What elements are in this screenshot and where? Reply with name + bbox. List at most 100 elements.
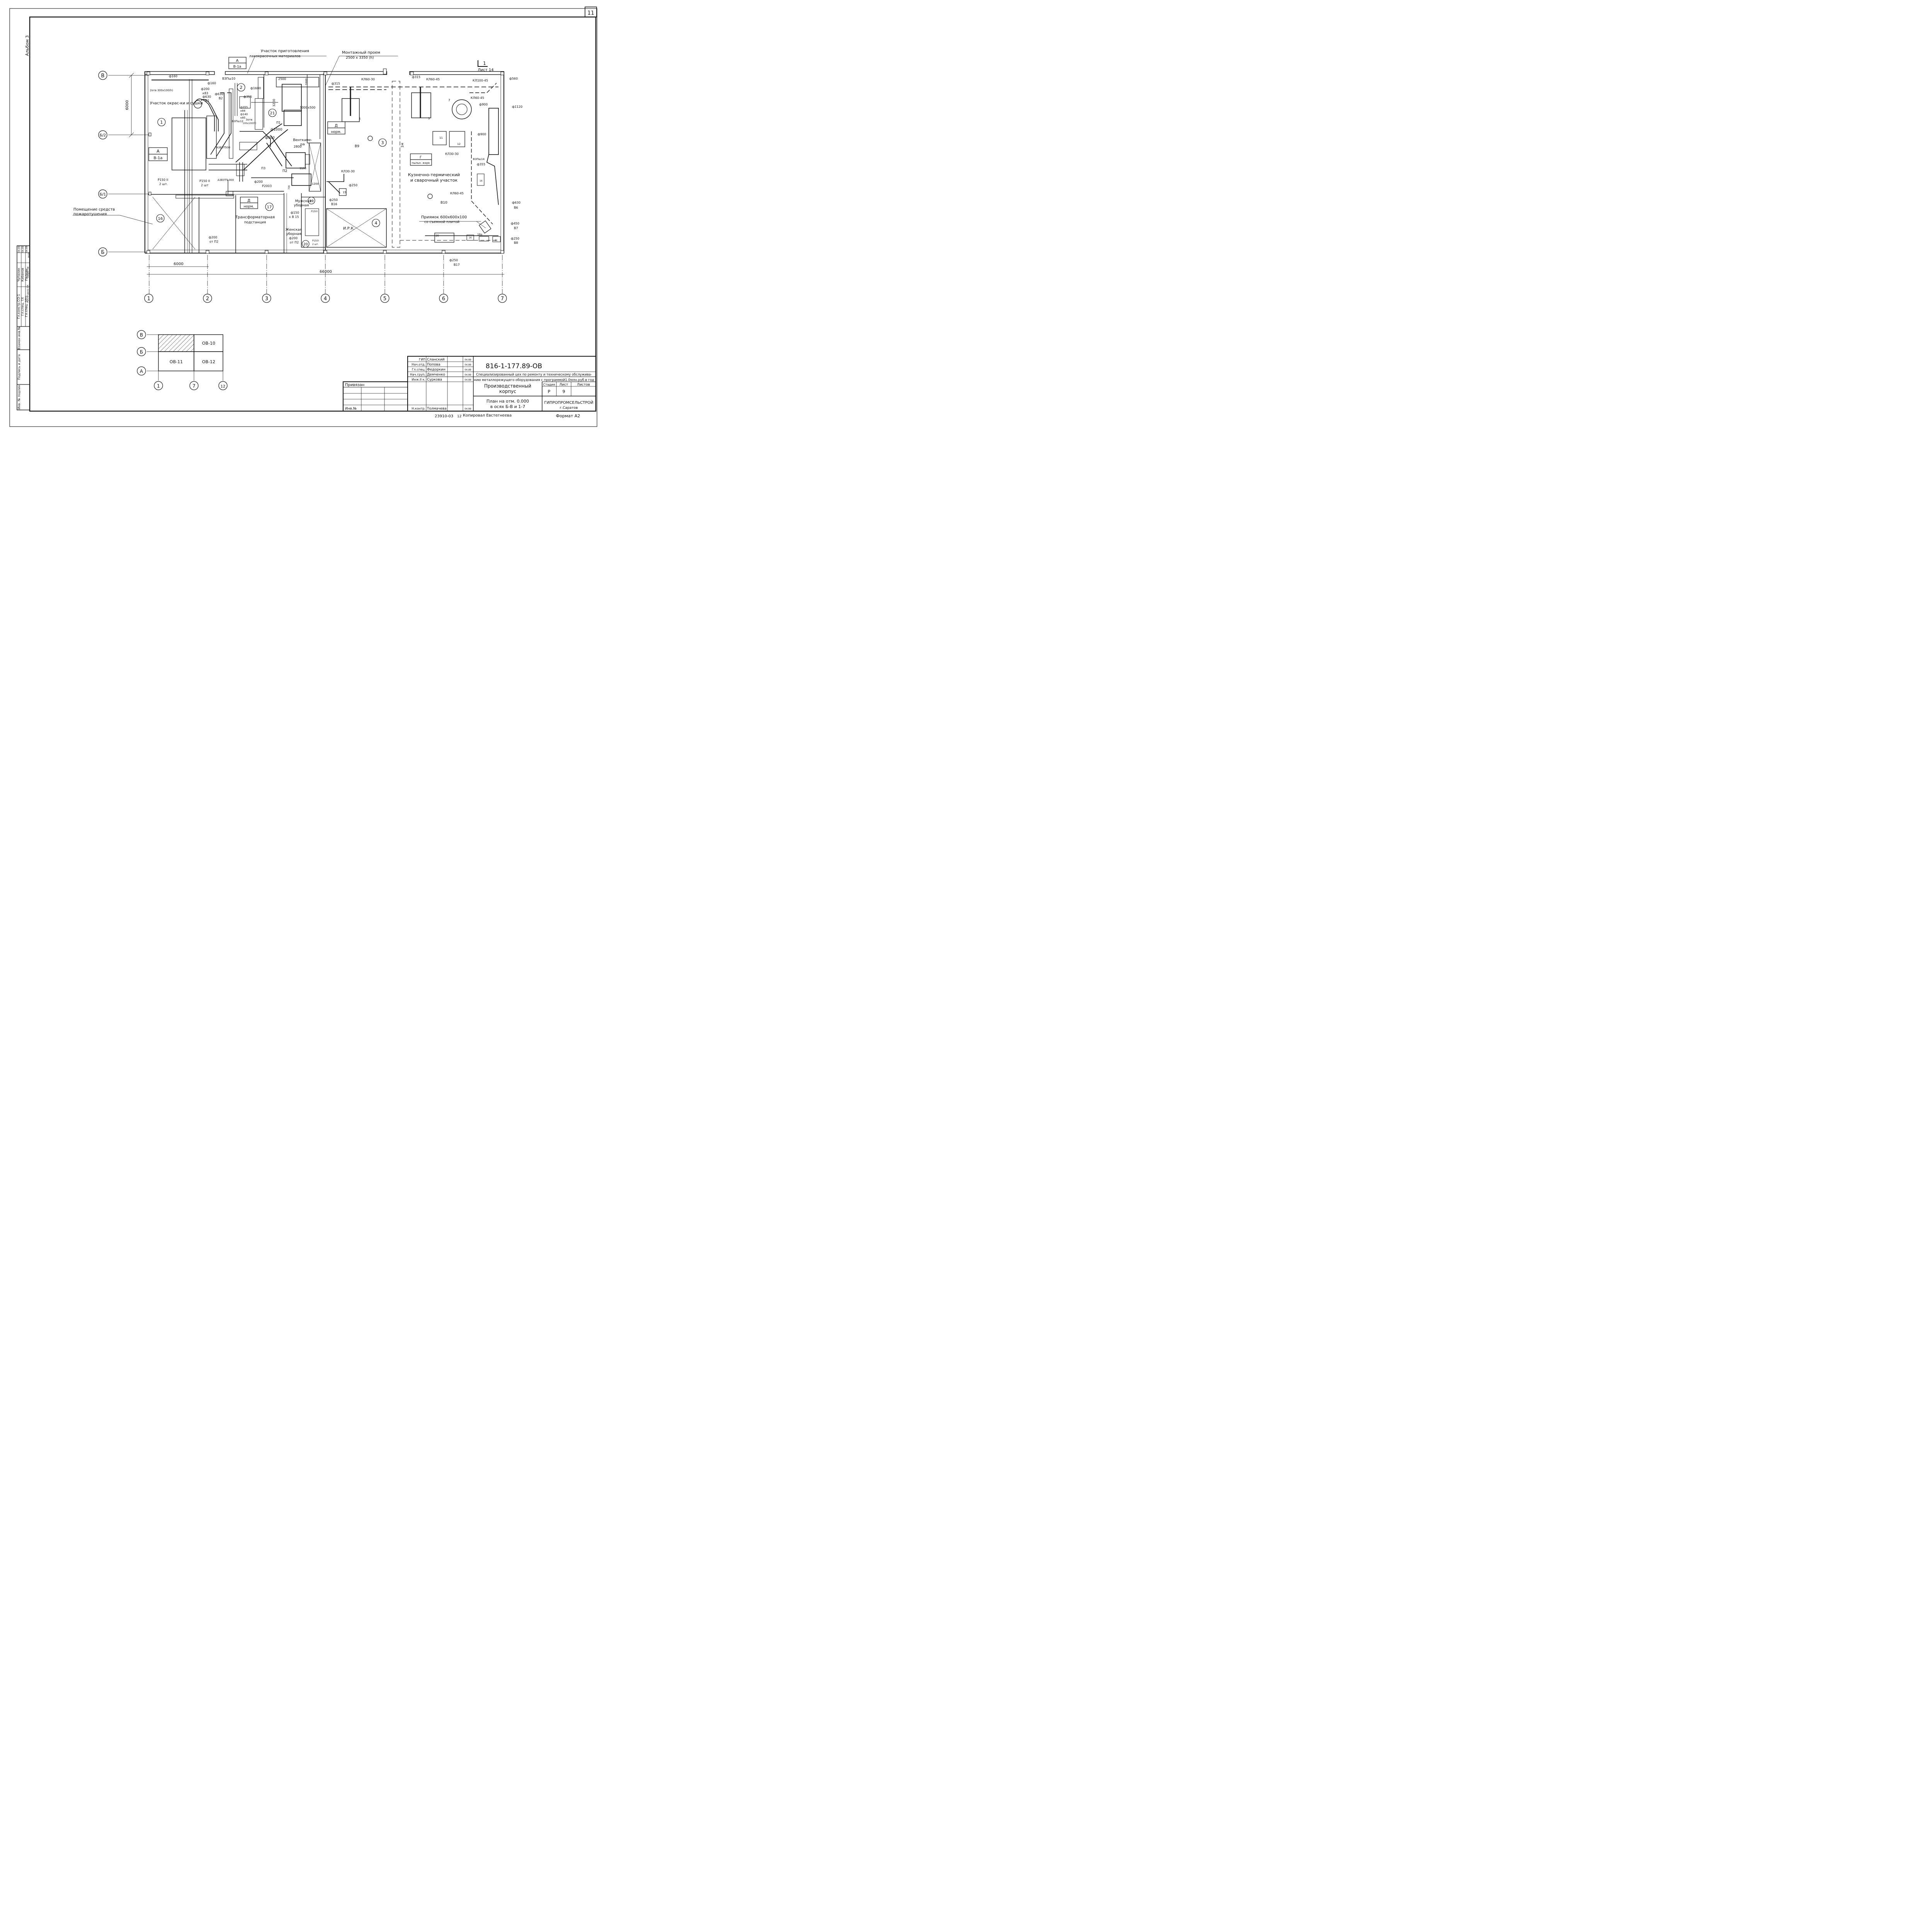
- forge-label-1: Кузнечно-термический: [408, 172, 460, 177]
- stamp-col-inv: Инв. № подлин: [17, 385, 21, 409]
- tb-sheet-header: Лист: [560, 383, 568, 387]
- label-kl30-30-mid: КЛ30-30: [445, 152, 459, 156]
- key-row-V: В: [140, 332, 143, 338]
- tb-designation: 816-1-177.89-ОВ: [486, 362, 542, 370]
- key-row-A: А: [140, 369, 143, 374]
- label-b8: В8: [514, 241, 518, 245]
- label-grille: 2отв 300x100(h): [150, 89, 173, 92]
- label-ot-p2a: от П2: [209, 240, 218, 243]
- label-d900b: ф900: [478, 133, 486, 136]
- label-d160a: ф160: [169, 75, 177, 78]
- label-p1: П1: [276, 121, 281, 124]
- label-vzp10: ВЗПш10: [222, 77, 235, 80]
- fire-room-label-2: пожаротушения: [73, 212, 107, 216]
- men-wc-label-2: уборная: [294, 204, 309, 207]
- stamp-role-0: Гл.констр.СО-1: [17, 294, 20, 319]
- tb-name-1: Попова: [427, 363, 440, 367]
- dim-bay: 6000: [173, 262, 183, 266]
- tb-role-1: Нач.отд.: [412, 363, 425, 366]
- tb-date-3: 04.89: [464, 374, 471, 376]
- label-kl60-45-top: КЛ60-45: [426, 78, 440, 81]
- stamp-name-1: Кабанов: [21, 268, 24, 282]
- plan-labels: 1 Участок окрас-ки и сушки 2 3 4 16 17 1…: [73, 49, 467, 247]
- eq-7: 7: [448, 99, 450, 102]
- mounting-opening-label-2: 2500 x 3350 (h): [346, 56, 374, 60]
- label-b17: В17: [454, 263, 460, 267]
- tb-date-0: 04.89: [464, 359, 471, 361]
- key-cell-ov11: ОВ-11: [170, 359, 183, 364]
- label-k83: к83: [202, 92, 208, 95]
- axis-2: 2: [206, 296, 209, 302]
- label-d1600: ф1600: [250, 87, 261, 90]
- key-cell-ov10: ОВ-10: [202, 341, 215, 346]
- label-dim2500: 2500: [278, 77, 286, 81]
- label-d355c: ф355: [477, 163, 485, 166]
- key-col-12: 12: [221, 384, 226, 389]
- paint-prep-label-1: Участок приготовления: [261, 49, 309, 53]
- tag-d-class: норм.: [331, 130, 342, 134]
- leader-lines: [73, 56, 486, 228]
- tb-building-2: корпус: [499, 389, 516, 394]
- approval-stamp: [17, 245, 30, 410]
- label-r150-wc2: Р150!: [312, 240, 319, 242]
- title-block-frame: [343, 356, 596, 412]
- men-wc-label-1: Мужская: [295, 199, 312, 203]
- stamp-date-3: 04.89: [28, 252, 30, 258]
- inner-frame: [29, 16, 597, 412]
- pit-label-1: Приямок 600x600x100: [421, 215, 467, 219]
- paint-prep-label-2: лакокрасочных материалов: [249, 54, 301, 58]
- eq-1: 1: [359, 117, 361, 120]
- key-cell-ov12: ОВ-12: [202, 359, 215, 364]
- tb-date-1: 04.89: [464, 364, 471, 366]
- room-2-number: 2: [240, 85, 243, 90]
- label-kl60-45b: КЛ60-45: [471, 96, 484, 100]
- ventcamera-label-1: Венткаме-: [293, 138, 312, 142]
- axis-4: 4: [324, 296, 327, 302]
- women-wc-label-1: Женская: [286, 228, 302, 232]
- axis-6: 6: [442, 296, 445, 302]
- room-1-name: Участок окрас-ки и сушки: [150, 101, 203, 105]
- footer-copied-by: Копировал Евстегнеева: [463, 413, 512, 418]
- label-d500: ф500: [265, 136, 275, 140]
- eq-5: 5: [428, 117, 430, 120]
- tb-org-2: г.Саратов: [560, 406, 578, 410]
- tb-sheet-no: 9: [563, 389, 565, 394]
- label-d200-r2003: ф200: [254, 180, 263, 184]
- dim-total: 66000: [320, 270, 332, 274]
- room-20-number: 20: [303, 243, 308, 247]
- eq-15: 15: [343, 191, 346, 194]
- key-col-1: 1: [157, 383, 160, 389]
- label-r150-left: Р150 II: [158, 178, 168, 182]
- label-p3: П3: [261, 167, 265, 170]
- room-number-circles: [156, 83, 387, 248]
- tb-norm-role: Н.контр.: [412, 407, 425, 410]
- eq-12: 12: [457, 143, 461, 146]
- label-d150: ф150: [291, 211, 299, 214]
- page-number: 11: [587, 10, 594, 16]
- label-dim1100: 1100: [299, 167, 306, 170]
- category-tag-frames: [148, 57, 432, 209]
- label-d355: ф355: [243, 95, 252, 99]
- eq-31: 31: [495, 239, 498, 242]
- label-otv3-size: 100x100(h): [243, 122, 256, 125]
- tb-sheet-title-2: в осях Б-В и 1-7: [490, 404, 526, 409]
- dust-class-label: пыльн. жарк: [412, 162, 430, 165]
- axis-B: Б: [101, 250, 105, 255]
- room-17-number: 17: [267, 205, 272, 209]
- label-d200-p2a: ф200: [209, 236, 217, 239]
- tag-d-letter: Д: [335, 124, 338, 128]
- eq-11: 11: [439, 136, 443, 139]
- label-d200-p2b: ф200: [289, 236, 298, 240]
- stamp-col-sign: Подпись и дата: [17, 354, 21, 380]
- tb-role-4: Инж.II к.: [412, 378, 425, 381]
- label-r2003: Р2003: [262, 184, 272, 188]
- eq-20: 20: [435, 234, 439, 237]
- axis-3: 3: [265, 296, 268, 302]
- label-d1120: ф1120: [512, 105, 522, 109]
- label-d315-left: ф315: [332, 82, 340, 85]
- tb-description-2: нию металлорежущего оборудования с прогр…: [474, 378, 594, 382]
- label-kl60-30: КЛ60-30: [361, 78, 375, 81]
- label-r150-mid-qty: 2 шт: [201, 184, 209, 187]
- axis-7: 7: [501, 296, 504, 302]
- footer-order-sheet: 12: [457, 415, 461, 418]
